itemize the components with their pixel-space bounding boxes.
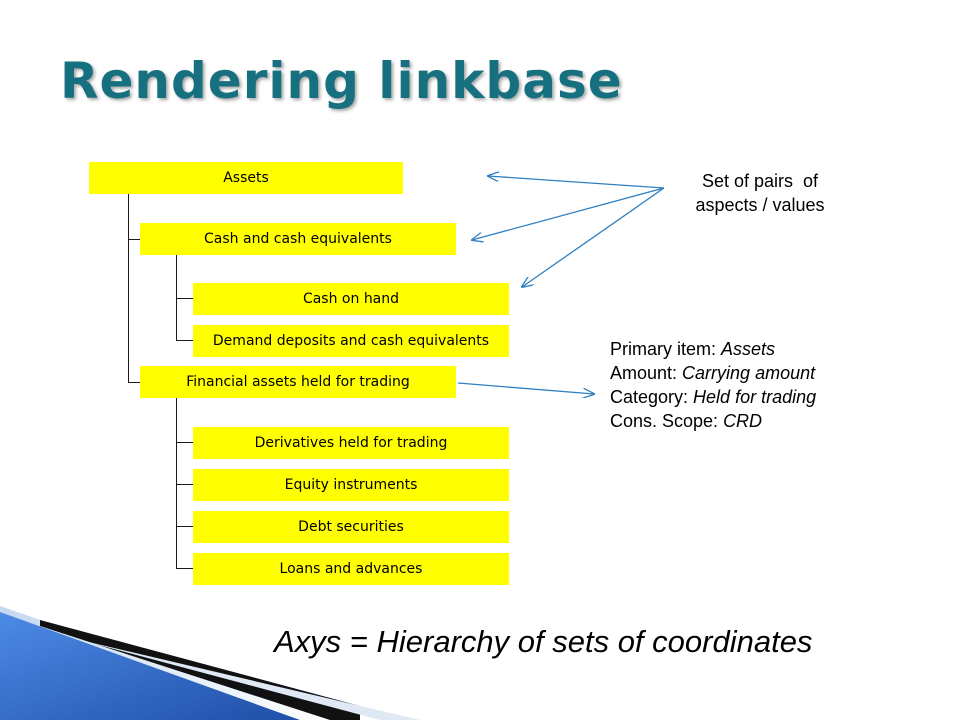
- tree-connector: [176, 568, 193, 569]
- tree-connector: [176, 526, 193, 527]
- aspect-cons-scope: Cons. Scope: CRD: [610, 409, 816, 433]
- tree-connector: [176, 340, 193, 341]
- aspect-value: CRD: [723, 411, 763, 431]
- tree-node-demand-deposits: Demand deposits and cash equivalents: [193, 325, 509, 357]
- arrow-to-assets: [488, 176, 665, 189]
- tree-node-derivatives: Derivatives held for trading: [193, 427, 509, 459]
- tree-connector: [128, 194, 129, 382]
- tree-node-cash-on-hand: Cash on hand: [193, 283, 509, 315]
- aspect-category: Category: Held for trading: [610, 385, 816, 409]
- tree-connector: [176, 398, 177, 568]
- aspect-label: Amount:: [610, 363, 683, 383]
- tree-node-debt-securities: Debt securities: [193, 511, 509, 543]
- tree-connector: [176, 298, 193, 299]
- arrows: [457, 176, 665, 394]
- caption: Axys = Hierarchy of sets of coordinates: [274, 624, 813, 659]
- arrow-to-aspects: [457, 382, 594, 394]
- aspect-label: Category:: [610, 387, 694, 407]
- aspect-value: Assets: [721, 339, 776, 359]
- aspect-value: Carrying amount: [682, 363, 816, 383]
- slide-title: Rendering linkbase: [60, 52, 623, 110]
- aspect-value: Held for trading: [693, 387, 817, 407]
- tree-node-equity-instruments: Equity instruments: [193, 469, 509, 501]
- annotation-line: Set of pairs of: [701, 171, 819, 191]
- tree-connector: [128, 239, 140, 240]
- tree-node-cash-equivalents: Cash and cash equivalents: [140, 223, 456, 255]
- tree-node-financial-assets: Financial assets held for trading: [140, 366, 456, 398]
- footer-swoosh: [0, 606, 420, 720]
- arrow-to-cash-equivalents: [472, 187, 665, 240]
- tree-connector: [128, 382, 140, 383]
- tree-node-assets: Assets: [89, 162, 403, 194]
- tree-connector: [176, 442, 193, 443]
- aspect-label: Cons. Scope:: [610, 411, 724, 431]
- aspect-primary-item: Primary item: Assets: [610, 337, 816, 361]
- aspect-amount: Amount: Carrying amount: [610, 361, 816, 385]
- tree-connector: [176, 484, 193, 485]
- arrow-to-cash-on-hand: [522, 187, 665, 287]
- tree-connector: [176, 255, 177, 340]
- tree-node-loans-advances: Loans and advances: [193, 553, 509, 585]
- footer-blue-wedge: [0, 612, 300, 720]
- annotation-pairs: Set of pairs of aspects / values: [650, 169, 870, 217]
- aspect-label: Primary item:: [610, 339, 722, 359]
- annotation-line: aspects / values: [695, 195, 825, 215]
- footer-pale-stripe: [80, 640, 420, 720]
- aspects-list: Primary item: Assets Amount: Carrying am…: [610, 337, 816, 433]
